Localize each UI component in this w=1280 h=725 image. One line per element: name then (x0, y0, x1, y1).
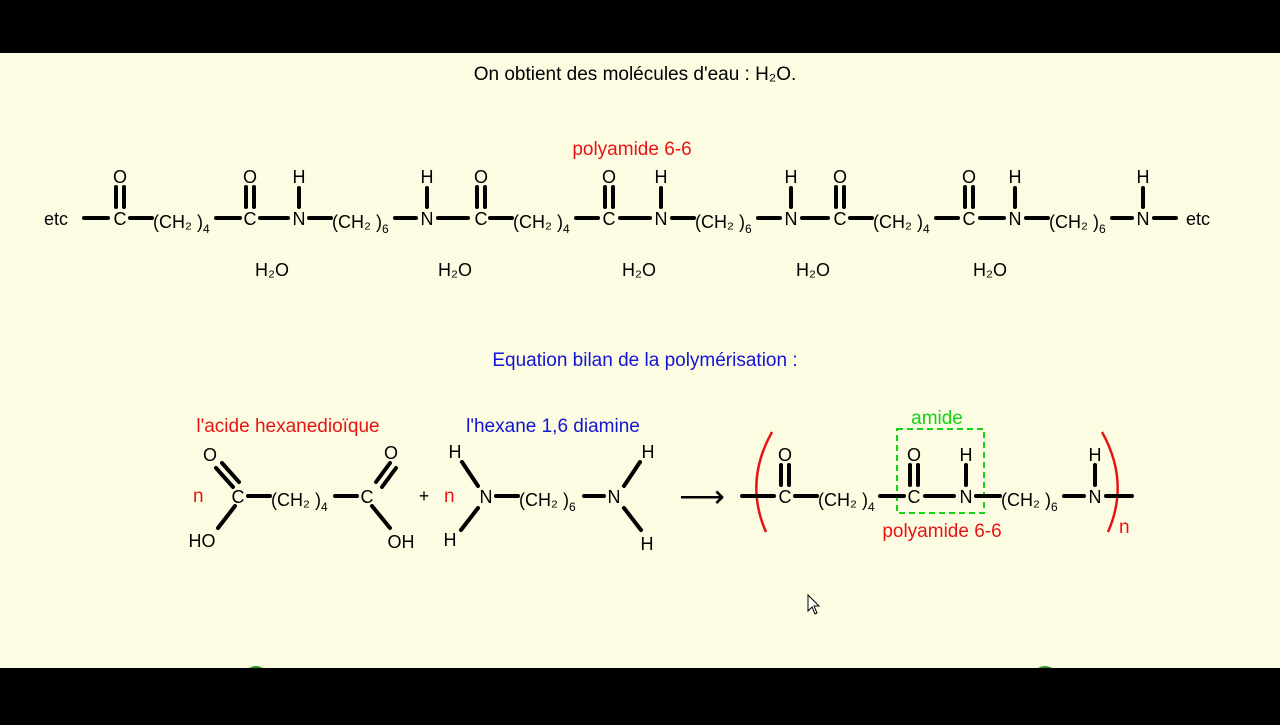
atom-hydrogen: H (785, 167, 798, 187)
atom-oxygen: O (602, 167, 616, 187)
atom-nitrogen: N (1089, 487, 1102, 507)
acid-bonds (214, 461, 398, 530)
atom-hydrogen: H (960, 445, 973, 465)
hydroxyl-left: HO (189, 531, 216, 551)
atom-nitrogen: N (608, 487, 621, 507)
atom-hydrogen: H (421, 167, 434, 187)
bond (622, 460, 642, 488)
bond (216, 504, 237, 530)
bond (460, 460, 480, 488)
diamine-name: l'hexane 1,6 diamine (466, 416, 640, 437)
atom-hydrogen: H (444, 530, 457, 550)
atom-carbon: C (834, 209, 847, 229)
atom-hydrogen: H (449, 442, 462, 462)
heading-text: On obtient des molécules d'eau : H₂O. (474, 64, 797, 85)
reaction-arrow: ⟶ (679, 478, 725, 514)
atom-nitrogen: N (1137, 209, 1150, 229)
acid-name: l'acide hexanedioïque (196, 416, 379, 437)
bond (459, 506, 480, 532)
diamine-bonds (459, 460, 643, 532)
atom-oxygen: O (778, 445, 792, 465)
atom-oxygen: O (203, 445, 217, 465)
equation-title: Equation bilan de la polymérisation : (492, 350, 797, 371)
atom-hydrogen: H (1137, 167, 1150, 187)
atom-carbon: C (963, 209, 976, 229)
product-name: polyamide 6-6 (882, 521, 1001, 542)
polyamide-chain: polyamide 6-6 (44, 139, 1210, 280)
letterbox-bottom-overlay (0, 668, 1280, 720)
atom-hydrogen: H (655, 167, 668, 187)
group-ch2-6: (CH₂ )6 (1001, 490, 1058, 514)
atom-carbon: C (244, 209, 257, 229)
atom-nitrogen: N (1009, 209, 1022, 229)
group-ch2-6: (CH₂ )6 (519, 490, 576, 514)
atom-nitrogen: N (421, 209, 434, 229)
atom-carbon: C (603, 209, 616, 229)
atom-oxygen: O (113, 167, 127, 187)
chain-start-label: etc (44, 209, 68, 229)
water-molecule: H₂O (622, 260, 656, 280)
chain-title: polyamide 6-6 (572, 139, 691, 160)
atom-carbon: C (908, 487, 921, 507)
atom-oxygen: O (474, 167, 488, 187)
slide-background (0, 53, 1280, 668)
atom-hydrogen: H (641, 534, 654, 554)
double-bond (380, 466, 398, 489)
product-bonds (740, 463, 1134, 498)
double-bond (214, 466, 235, 489)
group-ch2-4: (CH₂ )4 (271, 490, 328, 514)
amide-label: amide (911, 408, 963, 429)
atom-nitrogen: N (785, 209, 798, 229)
group-ch2-4: (CH₂ )4 (873, 212, 930, 236)
diamine-coefficient: n (444, 486, 455, 507)
atom-carbon: C (779, 487, 792, 507)
atom-carbon: C (232, 487, 245, 507)
group-ch2-4: (CH₂ )4 (818, 490, 875, 514)
water-molecule: H₂O (255, 260, 289, 280)
chain-bonds (82, 185, 1178, 220)
atom-nitrogen: N (480, 487, 493, 507)
atom-nitrogen: N (293, 209, 306, 229)
atom-carbon: C (361, 487, 374, 507)
atom-oxygen: O (384, 443, 398, 463)
double-bond (374, 461, 392, 484)
group-ch2-6: (CH₂ )6 (332, 212, 389, 236)
bracket-left (755, 431, 774, 533)
plus-sign: + (419, 486, 430, 506)
atom-carbon: C (114, 209, 127, 229)
group-ch2-4: (CH₂ )4 (153, 212, 210, 236)
atom-oxygen: O (962, 167, 976, 187)
group-ch2-6: (CH₂ )6 (695, 212, 752, 236)
atom-hydrogen: H (1089, 445, 1102, 465)
atom-hydrogen: H (642, 442, 655, 462)
amide-highlight-box (896, 428, 985, 514)
atom-hydrogen: H (293, 167, 306, 187)
acid-coefficient: n (193, 486, 204, 507)
bond (622, 506, 643, 532)
water-molecule: H₂O (973, 260, 1007, 280)
group-ch2-4: (CH₂ )4 (513, 212, 570, 236)
atom-hydrogen: H (1009, 167, 1022, 187)
atom-nitrogen: N (960, 487, 973, 507)
bond (370, 504, 392, 530)
hydroxyl-right: OH (388, 532, 415, 552)
letterbox-top (0, 0, 1280, 53)
atom-oxygen: O (243, 167, 257, 187)
repeat-subscript: n (1119, 517, 1130, 538)
atom-oxygen: O (907, 445, 921, 465)
water-molecule: H₂O (438, 260, 472, 280)
double-bond (220, 461, 241, 484)
atom-nitrogen: N (655, 209, 668, 229)
atom-oxygen: O (833, 167, 847, 187)
atom-carbon: C (475, 209, 488, 229)
water-molecule: H₂O (796, 260, 830, 280)
mouse-cursor-icon (807, 593, 821, 615)
equation: l'acide hexanedioïque n O C HO (CH₂ )4 C… (189, 408, 1134, 554)
group-ch2-6: (CH₂ )6 (1049, 212, 1106, 236)
bracket-right (1100, 431, 1119, 533)
chain-end-label: etc (1186, 209, 1210, 229)
